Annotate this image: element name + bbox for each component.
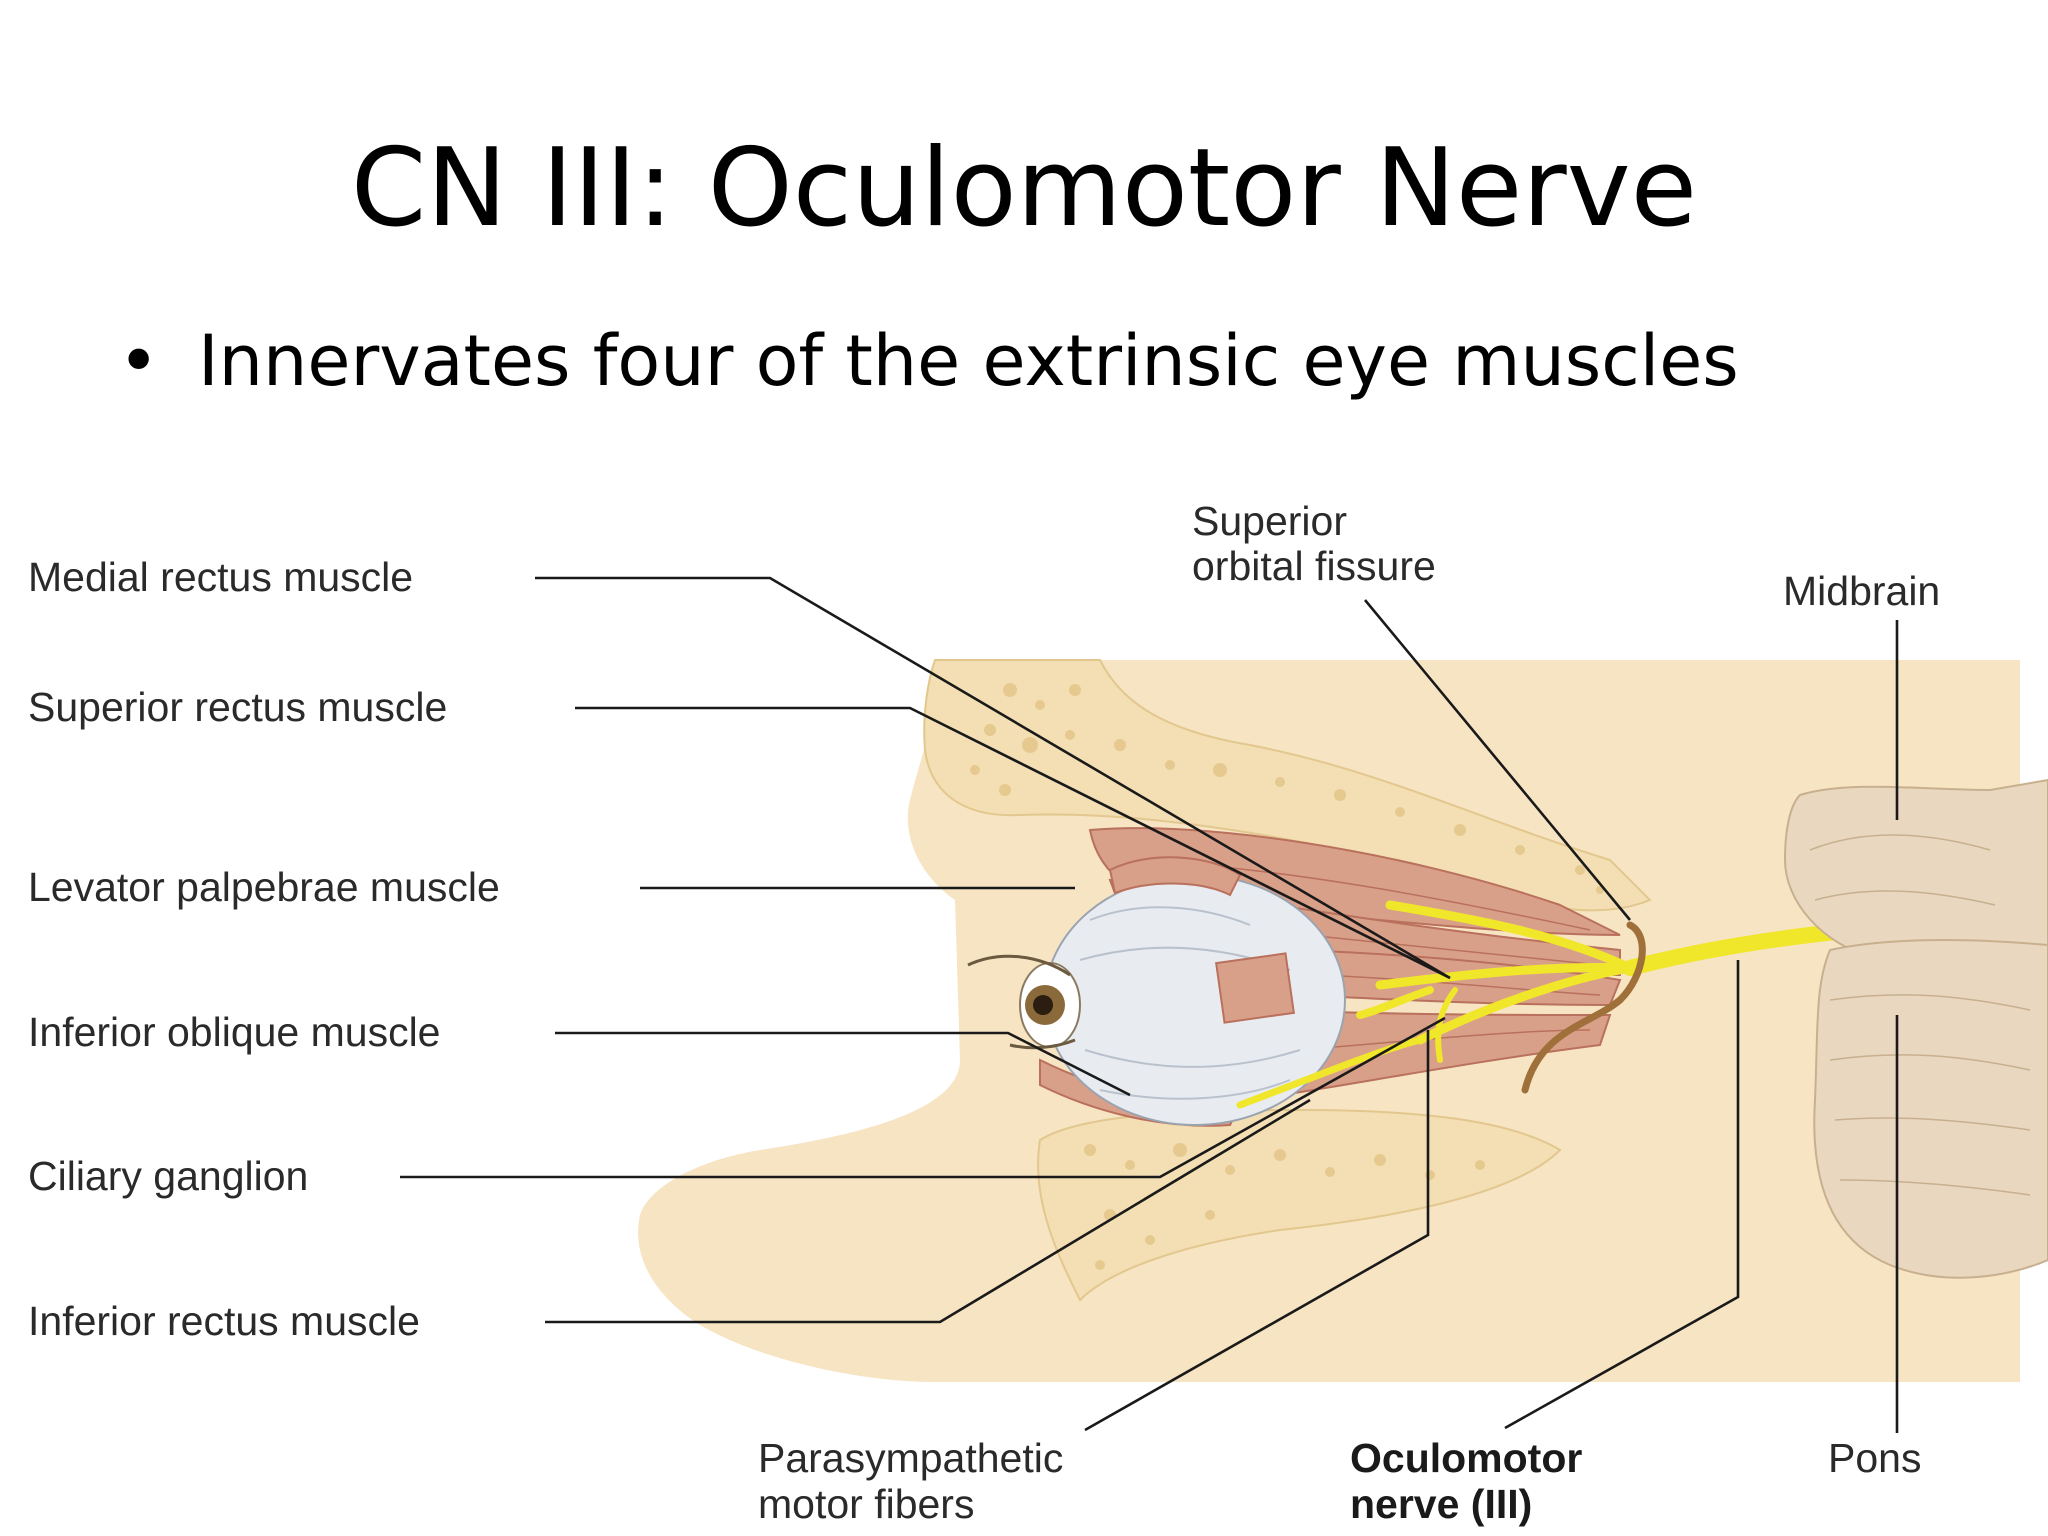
bullet-symbol: •: [118, 320, 160, 402]
label-parasympathetic-line1: Parasympathetic: [758, 1435, 1063, 1481]
label-oculomotor-line1: Oculomotor: [1350, 1435, 1582, 1481]
superior-orbital-fissure: [1521, 921, 1646, 1094]
bullet-text: Innervates four of the extrinsic eye mus…: [198, 320, 1739, 402]
label-ciliary-ganglion: Ciliary ganglion: [28, 1153, 308, 1199]
bullet-point: • Innervates four of the extrinsic eye mu…: [118, 320, 1739, 402]
label-medial-rectus: Medial rectus muscle: [28, 554, 413, 600]
label-superior-orbital-fissure-line2: orbital fissure: [1192, 543, 1436, 589]
brainstem: [1783, 778, 2048, 1279]
bone-texture: [970, 683, 1604, 1270]
slide-title: CN III: Oculomotor Nerve: [350, 126, 1698, 251]
label-superior-rectus: Superior rectus muscle: [28, 684, 447, 730]
label-pons: Pons: [1828, 1435, 1921, 1481]
eyeball: [967, 856, 1346, 1126]
label-superior-orbital-fissure-line1: Superior: [1192, 498, 1347, 544]
label-midbrain: Midbrain: [1783, 568, 1940, 614]
label-inferior-rectus: Inferior rectus muscle: [28, 1298, 420, 1344]
label-oculomotor-line2: nerve (III): [1350, 1481, 1532, 1527]
label-levator-palpebrae: Levator palpebrae muscle: [28, 864, 500, 910]
leader-lines: [400, 576, 1899, 1433]
label-parasympathetic-line2: motor fibers: [758, 1481, 974, 1527]
label-inferior-oblique: Inferior oblique muscle: [28, 1009, 440, 1055]
